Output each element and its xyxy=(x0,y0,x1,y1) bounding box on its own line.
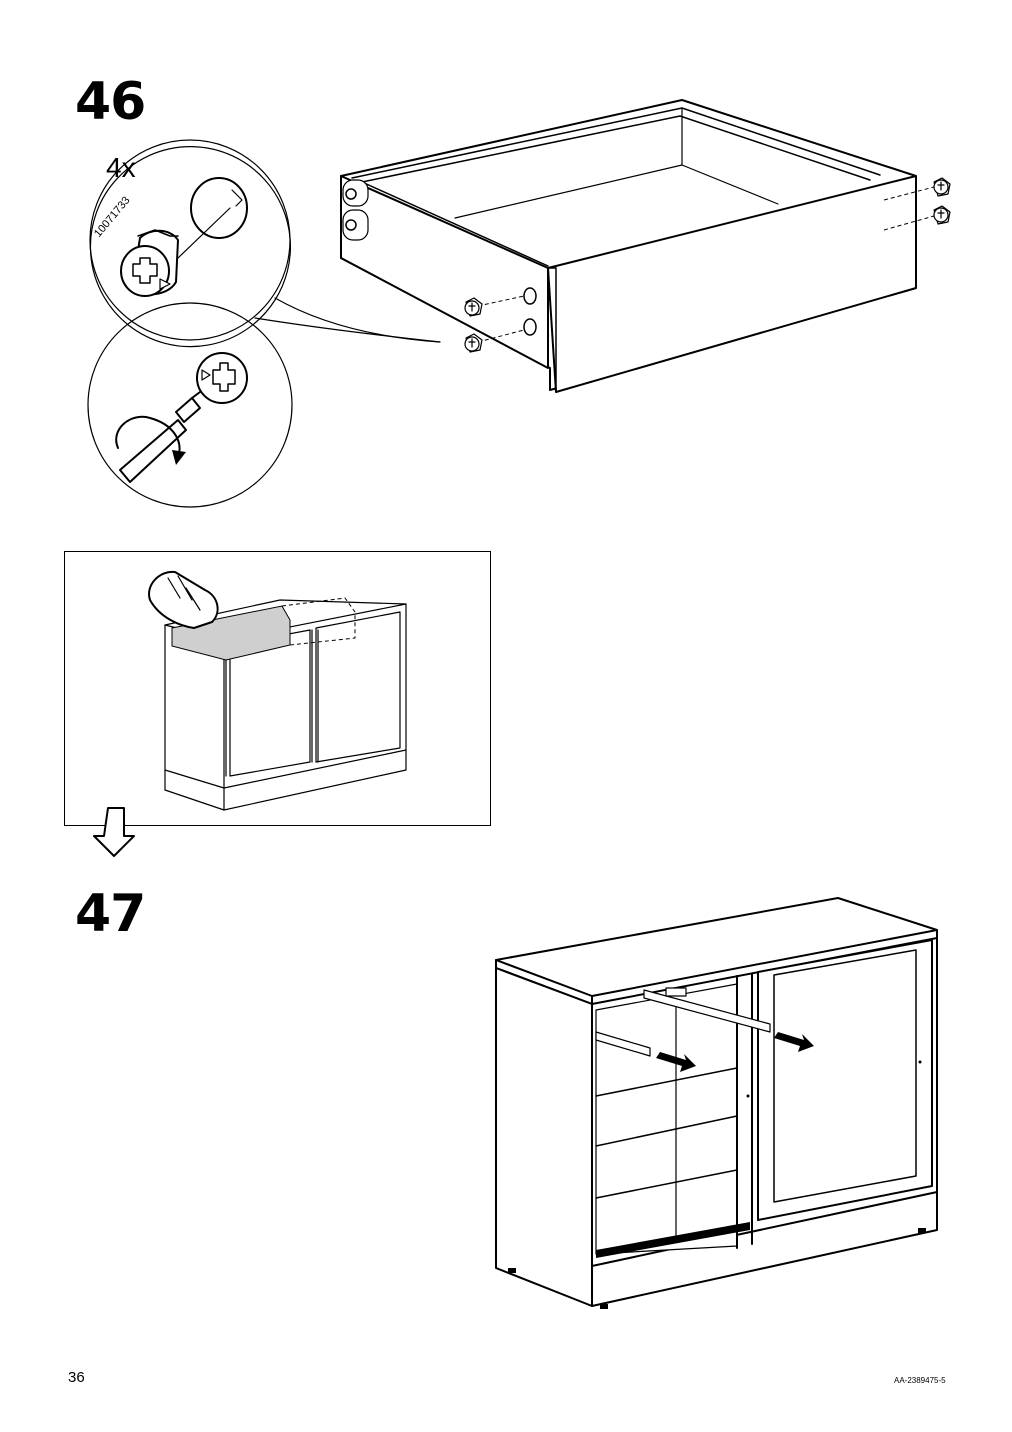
page-number: 36 xyxy=(68,1369,85,1386)
pull-arrow-icon xyxy=(656,1032,814,1072)
screwdriver-detail xyxy=(87,302,293,508)
screwdriver-icon xyxy=(119,391,201,483)
cam-fitting-right-top xyxy=(933,177,951,197)
hand-push-icon xyxy=(148,570,219,629)
quantity-label: 4x xyxy=(106,152,136,183)
step-number-47: 47 xyxy=(75,884,146,944)
rotate-arrow-icon xyxy=(115,415,186,465)
cam-lock-fitting-icon xyxy=(89,139,441,348)
cam-fitting-left-top xyxy=(464,297,483,317)
down-arrow-icon xyxy=(93,807,135,857)
cam-fitting-right-bottom xyxy=(933,205,951,225)
document-code: AA-2389475-5 xyxy=(894,1376,946,1385)
cam-fitting-left-bottom xyxy=(464,333,483,353)
substep-frame xyxy=(64,551,491,826)
step-number-46: 46 xyxy=(75,72,146,132)
